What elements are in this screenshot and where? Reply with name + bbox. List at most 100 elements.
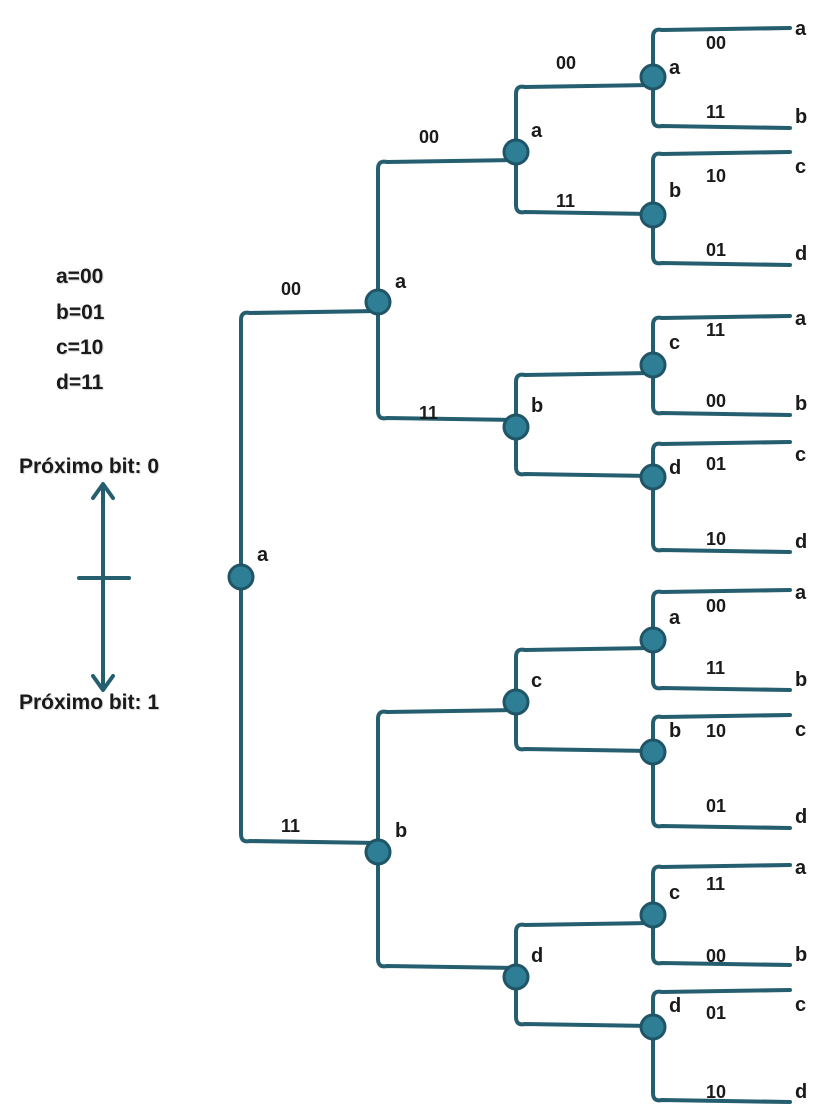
edge-l3-l4: [651, 588, 792, 642]
state-label: c: [795, 994, 806, 1016]
state-label-root: a: [257, 544, 269, 566]
edge-l1-l2: [376, 708, 518, 854]
node-level1: [364, 288, 392, 316]
edge-l2-l3: [514, 83, 655, 154]
state-label: b: [795, 944, 807, 966]
state-label: a: [531, 120, 543, 142]
node-level2: [502, 413, 530, 441]
edge-l2-l3: [514, 921, 655, 979]
node-level1: [364, 838, 392, 866]
edge-l3-l4: [651, 213, 792, 267]
state-label: a: [669, 57, 681, 79]
node-root: [227, 563, 255, 591]
edge-l1-l2: [376, 158, 518, 304]
state-label: c: [669, 332, 680, 354]
edge-label: 00: [706, 391, 726, 411]
edge-label: 11: [281, 816, 300, 836]
edge-label: 11: [706, 658, 725, 678]
node-level2: [502, 138, 530, 166]
state-label: b: [795, 106, 807, 128]
edge-l3-l4: [651, 1025, 792, 1104]
edge-root-to-a: [239, 309, 380, 579]
state-label: b: [669, 180, 681, 202]
edge-label: 00: [419, 127, 439, 147]
edge-l3-l4: [651, 713, 792, 754]
edge-label: 01: [706, 1003, 726, 1023]
node-level3: [639, 738, 667, 766]
legend-item-d: d=11: [56, 371, 104, 394]
next-bit-1-label: Próximo bit: 1: [19, 691, 160, 714]
edge-l3-l4: [651, 363, 792, 417]
edge-label: 00: [706, 596, 726, 616]
tree-nodes: [227, 63, 667, 1041]
edge-l1-l2: [376, 850, 518, 970]
tree-edges: [239, 26, 792, 1104]
state-label: c: [531, 670, 542, 692]
state-label: d: [795, 243, 807, 265]
edge-l3-l4: [651, 750, 792, 830]
state-label: a: [795, 18, 807, 40]
edge-label: 01: [706, 240, 726, 260]
edge-label: 11: [556, 191, 575, 211]
next-bit-0-label: Próximo bit: 0: [19, 455, 160, 478]
edge-label: 00: [706, 946, 726, 966]
node-level2: [502, 963, 530, 991]
edge-l3-l4: [651, 913, 792, 967]
edge-label: 11: [706, 874, 725, 894]
state-label: c: [795, 156, 806, 178]
edge-l3-l4: [651, 440, 792, 479]
node-level3: [639, 901, 667, 929]
edge-label: 00: [281, 279, 301, 299]
state-label: d: [795, 531, 807, 553]
edge-label: 11: [706, 102, 725, 122]
state-label: b: [395, 820, 407, 842]
edge-label: 10: [706, 166, 726, 186]
edge-l3-l4: [651, 475, 792, 554]
edge-label: 10: [706, 1082, 726, 1102]
edge-label: 01: [706, 796, 726, 816]
bit-direction-arrow: [77, 482, 131, 692]
state-label: b: [795, 393, 807, 415]
edge-l1-l2: [376, 300, 518, 422]
state-label: a: [795, 308, 807, 330]
node-level3: [639, 201, 667, 229]
edge-l3-l4: [651, 314, 792, 367]
state-label: d: [669, 995, 681, 1017]
node-level2: [502, 688, 530, 716]
arrow-head-down: [91, 674, 115, 692]
node-level3: [639, 1013, 667, 1041]
node-level3: [639, 626, 667, 654]
state-label: a: [795, 857, 807, 879]
legend-item-c: c=10: [56, 336, 104, 359]
legend-item-b: b=01: [56, 301, 105, 324]
node-level3: [639, 463, 667, 491]
edge-label: 11: [419, 403, 438, 423]
legend-item-a: a=00: [56, 265, 104, 288]
state-label: b: [669, 720, 681, 742]
edge-l3-l4: [651, 988, 792, 1029]
edge-label: 11: [706, 320, 725, 340]
state-label: c: [795, 444, 806, 466]
edge-l2-l3: [514, 371, 655, 429]
edge-l3-l4: [651, 75, 792, 130]
edge-l2-l3: [514, 975, 655, 1028]
edge-l3-l4: [651, 863, 792, 917]
state-label: c: [669, 882, 680, 904]
state-label: a: [795, 582, 807, 604]
edge-l2-l3: [514, 646, 655, 704]
arrow-head-up: [91, 482, 115, 500]
state-label: d: [795, 806, 807, 828]
state-label: b: [531, 395, 543, 417]
edge-l3-l4: [651, 26, 792, 79]
edge-l2-l3: [514, 700, 655, 753]
edge-l3-l4: [651, 638, 792, 692]
edge-label: 10: [706, 721, 726, 741]
edge-label: 01: [706, 454, 726, 474]
edge-l3-l4: [651, 150, 792, 217]
state-label: b: [795, 669, 807, 691]
edge-root-to-b: [239, 575, 380, 845]
state-label: d: [669, 457, 681, 479]
edge-l2-l3: [514, 150, 655, 216]
edge-label: 00: [706, 33, 726, 53]
